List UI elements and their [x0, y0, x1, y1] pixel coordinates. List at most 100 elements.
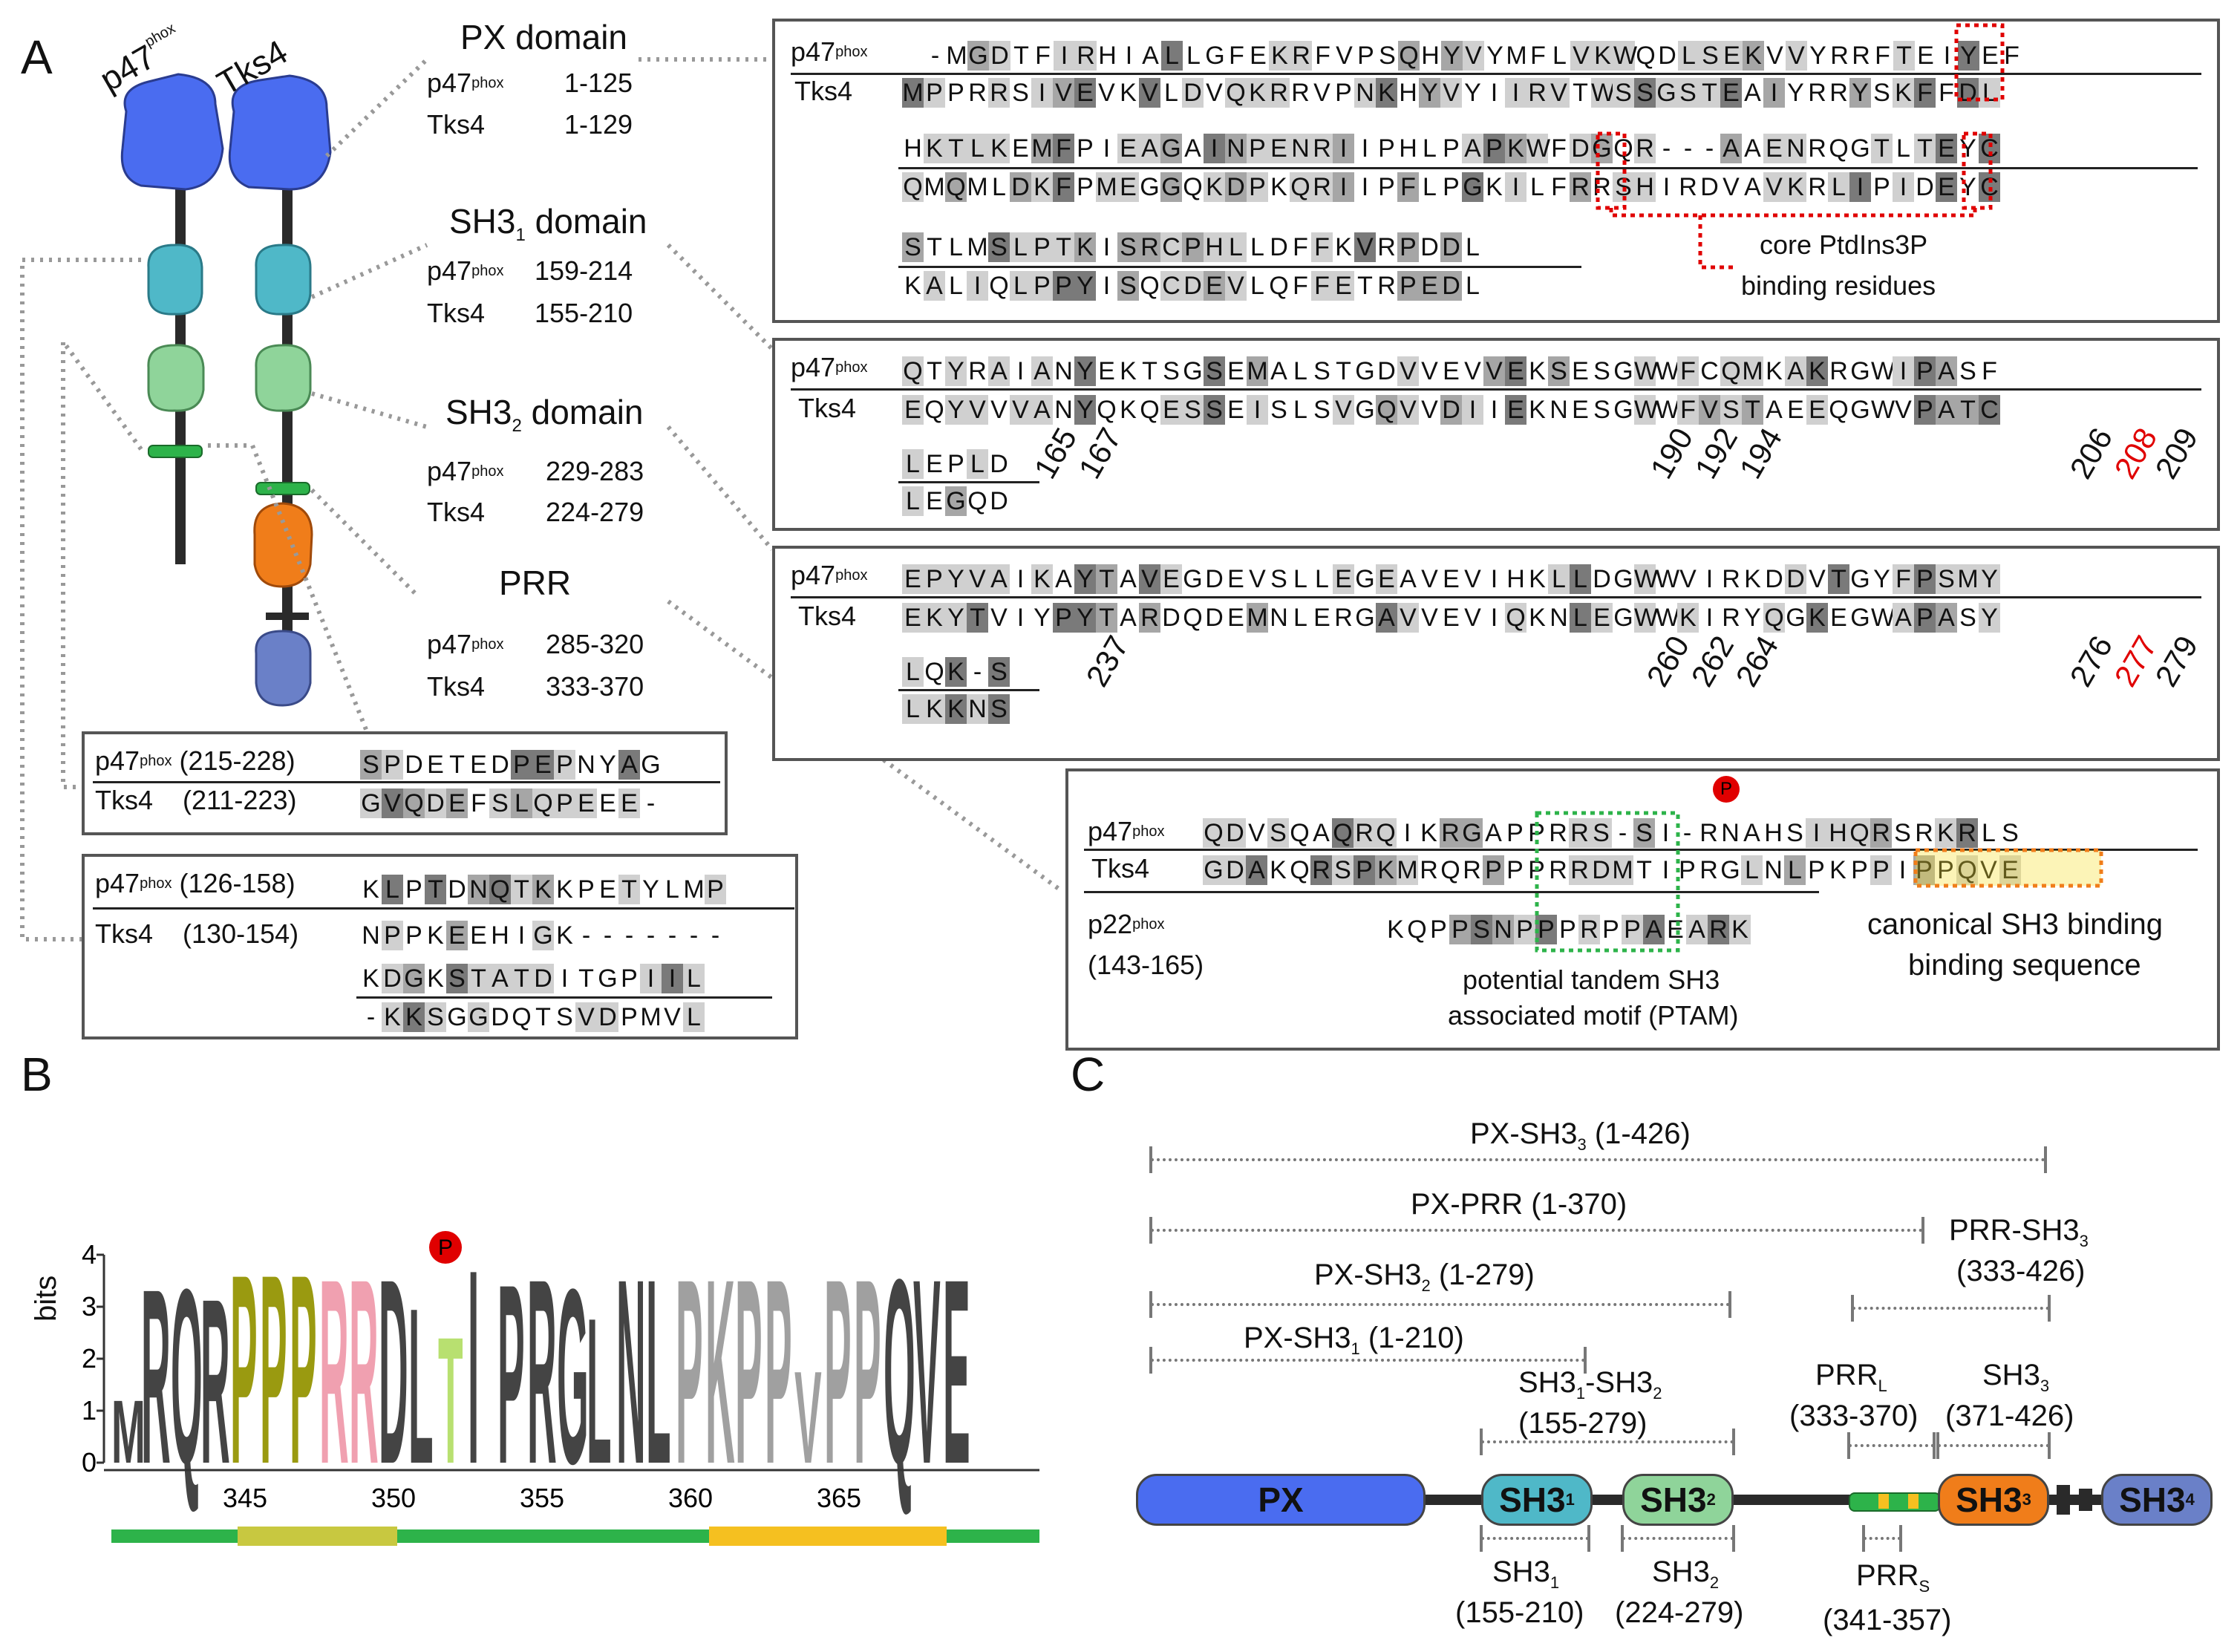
residue: M	[967, 233, 988, 261]
residue: G	[1720, 856, 1740, 884]
residue: W	[1871, 357, 1895, 385]
range-sh3-3	[1936, 1432, 2051, 1459]
residue: Y	[1744, 604, 1761, 632]
residue: Q	[403, 789, 425, 818]
residue: A	[1139, 134, 1160, 163]
sh3-2-tks4-label: Tks4	[427, 497, 486, 527]
residue: E	[1419, 271, 1440, 301]
logo-letter: R	[141, 1238, 171, 1516]
tks4-px-domain	[228, 74, 332, 191]
residue: -	[603, 921, 613, 950]
residue: V	[967, 395, 988, 425]
residue: P	[1247, 172, 1268, 202]
residue: L	[902, 694, 924, 724]
residue: G	[1850, 604, 1870, 632]
residue: P	[1914, 395, 1936, 425]
residue: I	[1247, 395, 1268, 425]
residue: G	[1850, 396, 1870, 424]
residue: I	[1898, 856, 1907, 884]
residue: R	[1593, 173, 1611, 201]
residue: E	[1572, 396, 1589, 424]
residue: L	[1828, 172, 1849, 202]
tks4-prr	[255, 482, 310, 495]
residue: V	[1397, 603, 1419, 633]
residue: R	[1440, 818, 1461, 848]
residue: K	[362, 964, 379, 993]
residue: F	[1229, 42, 1244, 70]
residue: S	[1633, 818, 1655, 848]
residue: Q	[489, 875, 511, 904]
residue: L	[992, 173, 1006, 201]
range-prr-s	[1862, 1525, 1902, 1552]
residue: E	[1250, 42, 1267, 70]
residue: E	[1443, 565, 1460, 593]
logo-letter: M	[111, 1382, 146, 1482]
sh3-2-align-tks4-label: Tks4	[798, 601, 857, 631]
residue: A	[1936, 395, 1957, 425]
residue: E	[1936, 134, 1957, 163]
residue: I	[1490, 604, 1498, 632]
residue: F	[1551, 173, 1567, 201]
px-align-tks4-label: Tks4	[794, 76, 853, 106]
residue: I	[1016, 357, 1025, 385]
residue: V	[1098, 79, 1115, 107]
residue: D	[989, 41, 1010, 71]
residue: -	[1682, 819, 1692, 847]
residue: T	[1053, 232, 1074, 262]
residue: L	[1466, 233, 1480, 261]
residue: H	[1634, 172, 1656, 202]
residue: W	[1656, 565, 1680, 593]
residue: W	[1591, 78, 1616, 108]
residue: M	[946, 42, 967, 70]
residue: P	[705, 875, 726, 904]
tks4-sh3-1-domain	[255, 244, 312, 316]
residue: A	[1744, 173, 1761, 201]
residue: L	[902, 449, 924, 479]
residue: R	[1829, 357, 1848, 385]
label-px-sh3-1: PX-SH31 (1-210)	[1244, 1322, 1464, 1358]
residue: I	[1505, 78, 1526, 108]
residue: D	[491, 751, 509, 779]
label-sh3-1-range: (155-210)	[1455, 1596, 1584, 1629]
panel-label-c: C	[1071, 1048, 1106, 1101]
residue: G	[1140, 173, 1160, 201]
residue: I	[1893, 172, 1914, 202]
residue: A	[924, 271, 945, 301]
residue: I	[1893, 356, 1914, 386]
residue: -	[1683, 134, 1693, 163]
residue: D	[405, 751, 423, 779]
residue: E	[1313, 604, 1330, 632]
residue: S	[425, 1002, 446, 1032]
residue: M	[1247, 356, 1268, 386]
residue: S	[1634, 78, 1656, 108]
residue: D	[491, 1003, 509, 1031]
residue: S	[1332, 855, 1354, 885]
residue: L	[1293, 565, 1307, 593]
residue: P	[1514, 915, 1535, 944]
residue: L	[1293, 604, 1307, 632]
residue: Q	[924, 396, 944, 424]
residue: H	[1764, 819, 1783, 847]
residue: I	[1016, 565, 1025, 593]
residue: V	[1809, 565, 1826, 593]
residue: R	[1808, 134, 1826, 163]
residue: D	[1700, 173, 1719, 201]
residue: Y	[1419, 78, 1440, 108]
residue: R	[1311, 172, 1333, 202]
residue: E	[1098, 357, 1115, 385]
residue: Y	[1074, 603, 1096, 633]
residue: -	[1705, 134, 1714, 163]
residue: P	[405, 921, 422, 950]
residue: V	[967, 564, 988, 594]
residue: F	[1875, 42, 1890, 70]
logo-letter: P	[497, 1232, 525, 1518]
residue: P	[1914, 356, 1936, 386]
residue: N	[1225, 134, 1247, 163]
residue: I	[517, 921, 526, 950]
residue: L	[902, 657, 924, 687]
residue: Y	[1464, 79, 1481, 107]
residue: E	[1806, 395, 1828, 425]
prr-tks4-label: Tks4	[427, 671, 486, 702]
